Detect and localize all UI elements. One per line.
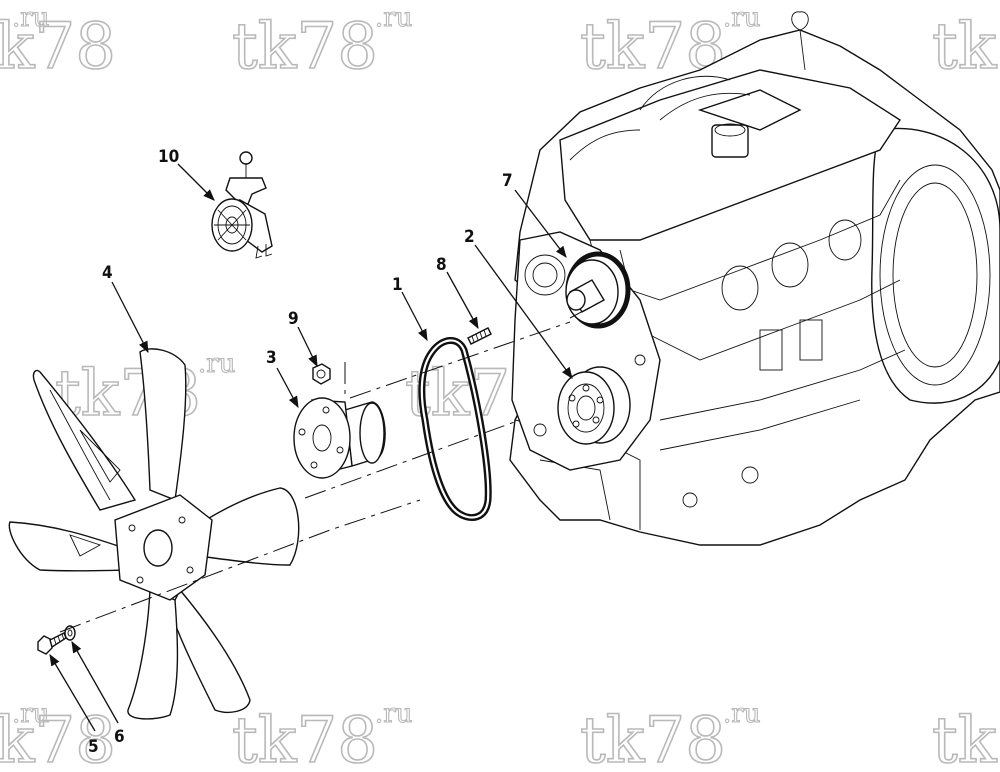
flywheel-housing xyxy=(871,127,1000,404)
callout-8: 8 xyxy=(436,255,447,275)
callout-10: 10 xyxy=(158,147,179,167)
fan-spacer xyxy=(293,397,386,479)
watermark-suffix: .ru xyxy=(12,3,49,33)
callout-3: 3 xyxy=(266,348,277,368)
callout-7: 7 xyxy=(502,171,513,191)
leader-10 xyxy=(177,163,215,201)
watermark-suffix: .ru xyxy=(723,3,760,33)
callout-5: 5 xyxy=(88,737,99,757)
callout-2: 2 xyxy=(464,227,475,247)
leader-6 xyxy=(71,640,119,724)
watermark-text: tk78 xyxy=(932,10,1000,84)
callout-leaders xyxy=(49,163,573,732)
watermark-text: tk78 xyxy=(0,704,116,772)
stud xyxy=(467,327,492,345)
watermark-text: tk78 xyxy=(232,704,378,772)
leader-8 xyxy=(446,271,479,330)
watermark-suffix: .ru xyxy=(375,3,412,33)
watermark-suffix: .ru xyxy=(723,699,760,729)
watermark-suffix: .ru xyxy=(12,699,49,729)
callout-1: 1 xyxy=(392,275,403,295)
watermark-text: tk78 xyxy=(932,704,1000,772)
leader-2 xyxy=(474,244,573,379)
leader-9 xyxy=(297,326,318,368)
leader-7 xyxy=(514,189,567,258)
water-pump-pulley xyxy=(565,251,631,329)
callout-labels: 1 2 3 4 5 6 7 8 9 10 xyxy=(88,147,513,757)
watermark-text: tk78 xyxy=(580,704,726,772)
crankshaft-pulley xyxy=(557,366,631,445)
watermark-text: tk78 xyxy=(0,10,116,84)
leader-5 xyxy=(49,653,96,732)
engine-assembly xyxy=(509,11,1000,546)
assembly-centerlines xyxy=(59,301,601,633)
belt-tension-gauge xyxy=(211,151,273,259)
cooling-fan xyxy=(8,348,300,720)
bolt xyxy=(37,632,67,655)
leader-4 xyxy=(111,281,149,354)
callout-9: 9 xyxy=(288,309,299,329)
v-belt xyxy=(418,337,492,521)
watermark-suffix: .ru xyxy=(198,349,235,379)
callout-6: 6 xyxy=(114,727,125,747)
leader-1 xyxy=(401,291,428,342)
leader-3 xyxy=(276,367,299,409)
watermark-suffix: .ru xyxy=(375,699,412,729)
watermark-text: tk78 xyxy=(232,10,378,84)
callout-4: 4 xyxy=(102,263,113,283)
nut xyxy=(312,363,331,385)
